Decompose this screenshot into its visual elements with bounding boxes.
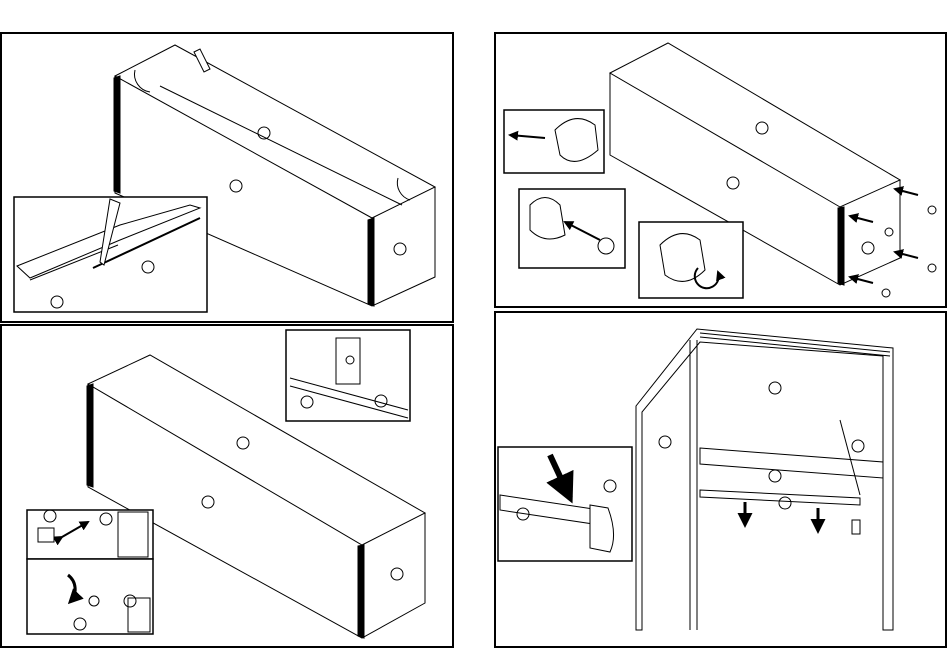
push-arrow-icon <box>895 252 918 258</box>
callout-bubble <box>391 568 403 580</box>
detail-inset-cam-bolt <box>519 189 625 268</box>
callout-bubble <box>779 497 791 509</box>
shelf <box>700 448 883 478</box>
detail-inset-rail <box>498 447 632 561</box>
panel-1 <box>1 33 453 322</box>
panel-4 <box>495 312 946 647</box>
cam-lock-icon <box>89 596 99 606</box>
callout-bubble <box>202 496 214 508</box>
shelf-front <box>700 490 860 505</box>
panel-3 <box>1 325 453 647</box>
cam-bolt-icon <box>850 189 936 297</box>
angle-mark-icon <box>397 178 410 200</box>
callout-bubble <box>769 470 781 482</box>
cabinet-top-opening <box>115 45 435 218</box>
callout-bubble <box>237 437 249 449</box>
cam-bolt-icon <box>598 238 614 254</box>
callout-bubble <box>230 180 242 192</box>
callout-bubble <box>756 122 768 134</box>
panel-1-detail-inset <box>14 197 207 312</box>
end-panel-edge <box>368 218 374 306</box>
callout-bubble <box>769 382 781 394</box>
panel-2 <box>495 33 946 307</box>
cam-lock-icon <box>555 119 598 162</box>
push-arrow-icon <box>850 216 873 222</box>
end-panel-edge-left <box>114 76 120 193</box>
wardrobe-carcass <box>636 329 893 630</box>
callout-bubble <box>659 436 671 448</box>
pencil-icon <box>194 49 210 72</box>
detail-inset-insert-cam <box>27 510 153 559</box>
push-arrow-icon <box>850 277 873 283</box>
callout-bubble <box>852 440 864 452</box>
angle-mark-icon <box>135 70 150 92</box>
cam-lock-icon <box>660 234 705 282</box>
callout-bubble <box>394 243 406 255</box>
detail-inset-top-joint <box>286 330 410 421</box>
detail-inset-tighten-cam <box>27 559 153 634</box>
detail-inset-cam-lock <box>504 110 604 173</box>
callout-bubble <box>727 177 739 189</box>
rail-bracket-icon <box>852 520 860 534</box>
cam-lock-icon <box>38 528 54 542</box>
callout-bubble <box>862 242 874 254</box>
detail-inset-screwdriver <box>639 222 743 298</box>
push-arrow-icon <box>895 189 918 195</box>
